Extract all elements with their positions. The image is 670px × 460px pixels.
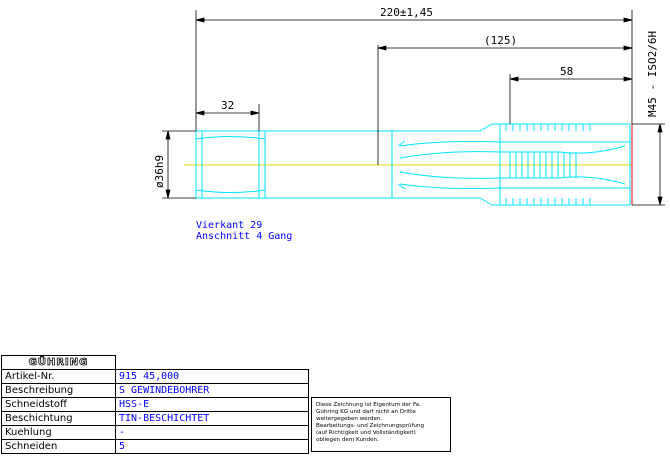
field-value: S GEWINDEBOHRER bbox=[115, 383, 309, 398]
table-row: Beschichtung TIN-BESCHICHTET bbox=[1, 411, 309, 426]
table-row: Schneidstoff HSS-E bbox=[1, 397, 309, 412]
thread-spec-label: M45 - ISO2/6H bbox=[646, 31, 659, 117]
field-label: Schneiden bbox=[1, 439, 116, 454]
square-length-label: 32 bbox=[221, 99, 234, 112]
field-label: Beschichtung bbox=[1, 411, 116, 426]
dimension-lines bbox=[162, 10, 665, 206]
note-square: Vierkant 29 bbox=[196, 220, 262, 231]
note-chamfer: Anschnitt 4 Gang bbox=[196, 231, 292, 242]
title-block: GÜHRING Artikel-Nr. 915 45,000 Beschreib… bbox=[1, 355, 309, 454]
thread-length-label: 58 bbox=[560, 65, 573, 78]
field-label: Kuehlung bbox=[1, 425, 116, 440]
table-row: Artikel-Nr. 915 45,000 bbox=[1, 369, 309, 384]
thread-marks bbox=[505, 124, 591, 205]
overall-length-label: 220±1,45 bbox=[380, 6, 433, 19]
field-value: TIN-BESCHICHTET bbox=[115, 411, 309, 426]
field-label: Schneidstoff bbox=[1, 397, 116, 412]
shank-diameter-label: ø36h9 bbox=[153, 155, 166, 188]
field-label: Artikel-Nr. bbox=[1, 369, 116, 384]
technical-drawing: 220±1,45 (125) 58 32 ø36h9 M45 - ISO2/6H… bbox=[153, 6, 665, 242]
table-row: Schneiden 5 bbox=[1, 439, 309, 454]
company-logo: GÜHRING bbox=[1, 355, 116, 370]
field-label: Beschreibung bbox=[1, 383, 116, 398]
table-row: Kuehlung - bbox=[1, 425, 309, 440]
table-row: Beschreibung S GEWINDEBOHRER bbox=[1, 383, 309, 398]
tool-outline bbox=[195, 123, 631, 206]
field-value: HSS-E bbox=[115, 397, 309, 412]
field-value: 5 bbox=[115, 439, 309, 454]
shank-length-label: (125) bbox=[484, 34, 517, 47]
field-value: - bbox=[115, 425, 309, 440]
copyright-notice: Diese Zeichnung ist Eigentum der Fa. Güh… bbox=[311, 397, 451, 452]
field-value: 915 45,000 bbox=[115, 369, 309, 384]
